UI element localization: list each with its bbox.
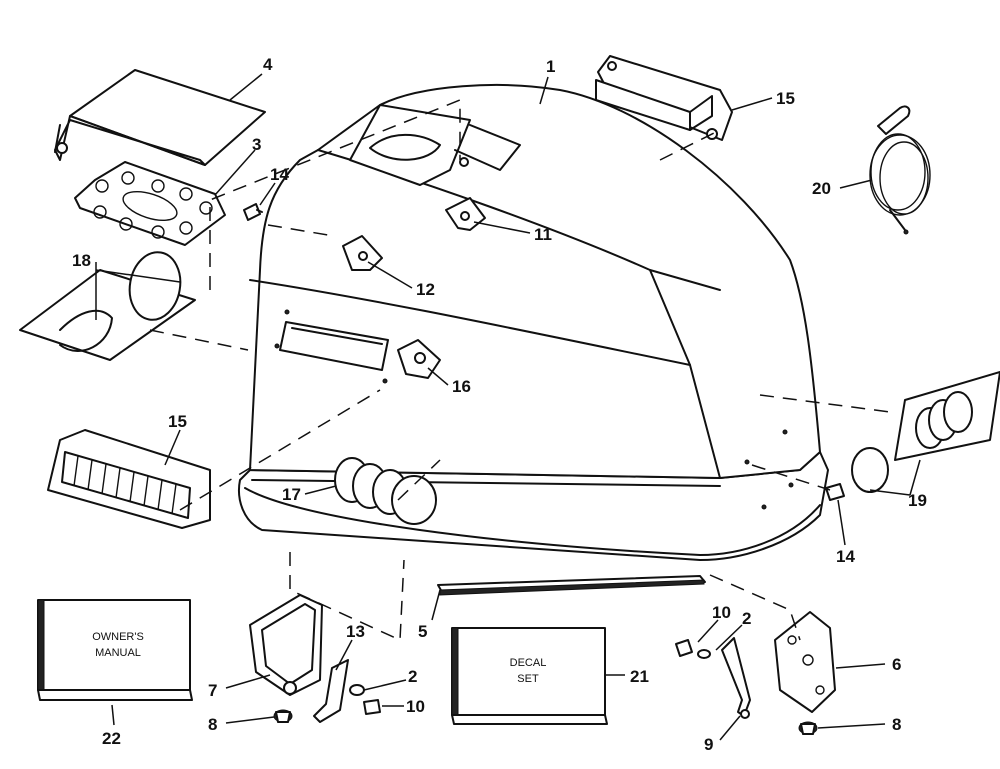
part-10-screw-right [675, 639, 693, 657]
callout-7: 7 [208, 681, 217, 700]
decal-set-label-1: DECAL [510, 657, 547, 669]
callout-22: 22 [102, 729, 121, 748]
part-12-bracket [342, 235, 383, 271]
part-8-grommet-left [273, 709, 293, 723]
part-10-screw-left [363, 699, 381, 715]
callout-8-left: 8 [208, 715, 217, 734]
part-8-grommet-right [798, 721, 818, 735]
callout-20: 20 [812, 179, 831, 198]
part-5-seal [437, 575, 706, 596]
callout-14-upper: 14 [270, 165, 289, 184]
leader-lines [95, 73, 921, 741]
part-17-decals [334, 457, 437, 525]
callout-13: 13 [346, 622, 365, 641]
part-2-washer-right [697, 649, 711, 659]
owners-manual-label-2: MANUAL [95, 647, 141, 659]
callout-8-right: 8 [892, 715, 901, 734]
callout-1: 1 [546, 57, 555, 76]
callout-4: 4 [263, 55, 273, 74]
callout-6: 6 [892, 655, 901, 674]
callout-17: 17 [282, 485, 301, 504]
part-20-cable [869, 105, 931, 235]
callout-2-right: 2 [742, 609, 751, 628]
callout-3: 3 [252, 135, 261, 154]
callout-19: 19 [908, 491, 927, 510]
callout-9: 9 [704, 735, 713, 754]
callout-15-upper: 15 [776, 89, 795, 108]
owners-manual-label-1: OWNER'S [92, 631, 144, 643]
callout-10-left: 10 [406, 697, 425, 716]
callout-12: 12 [416, 280, 435, 299]
part-6-bracket [774, 611, 836, 713]
callout-11: 11 [534, 225, 552, 244]
part-3-gasket [74, 161, 226, 246]
callout-15-lower: 15 [168, 412, 187, 431]
callout-5: 5 [418, 622, 427, 641]
part-19-decal [851, 371, 1000, 493]
callout-18: 18 [72, 251, 91, 270]
part-15-vent-upper [595, 55, 733, 141]
part-2-washer-left [349, 684, 365, 696]
part-4-cover-plate [54, 69, 266, 166]
callout-14-lower: 14 [836, 547, 855, 566]
part-14-screw-lower [825, 483, 845, 501]
part-9-bracket [721, 637, 751, 719]
callout-2-left: 2 [408, 667, 417, 686]
part-18-decal [19, 251, 196, 361]
part-15-vent-lower [47, 429, 211, 529]
part-14-screw-upper [243, 203, 263, 221]
callout-16: 16 [452, 377, 471, 396]
callout-21: 21 [630, 667, 649, 686]
assembly-dashed-lines [149, 98, 891, 642]
part-13-bracket [313, 659, 349, 723]
callout-10-right: 10 [712, 603, 731, 622]
decal-set-label-2: SET [517, 673, 539, 685]
part-21-decal-set: DECAL SET [451, 627, 608, 725]
part-22-owners-manual: OWNER'S MANUAL [37, 599, 193, 701]
engine-cover [238, 84, 829, 561]
part-7-bracket [249, 594, 323, 696]
callout-numbers: 1 4 3 14 15 20 11 12 16 18 15 17 19 14 5… [72, 55, 927, 754]
